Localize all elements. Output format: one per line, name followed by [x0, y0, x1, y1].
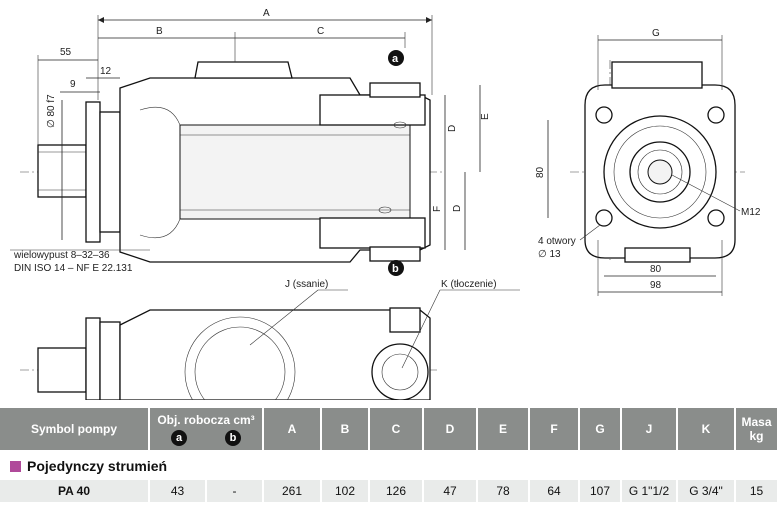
- flange: [85, 101, 101, 243]
- cell-C: 126: [370, 480, 422, 502]
- header-D: D: [424, 408, 476, 450]
- port-J-label: J (ssanie): [285, 279, 328, 290]
- dim-D-bot: D: [452, 205, 463, 212]
- dim-80-horizontal: 80: [650, 264, 662, 275]
- lower-view: [20, 307, 440, 400]
- top-boss: [194, 61, 293, 79]
- dim-55: 55: [60, 47, 72, 58]
- technical-drawing: A B C 55 12 9 ∅ 80 f7 D E F D a b wielow…: [10, 8, 761, 400]
- section-marker: [10, 460, 21, 472]
- cell-vol-b: -: [207, 480, 262, 502]
- header-mass: Masa kg: [736, 408, 777, 450]
- dim-80-vertical: 80: [535, 166, 546, 178]
- header-volume-label: Obj. robocza cm³: [157, 412, 255, 427]
- spline-note-1: wielowypust 8–32–36: [13, 250, 110, 261]
- cell-G: 107: [580, 480, 620, 502]
- dim-9: 9: [70, 79, 76, 90]
- cell-symbol: PA 40: [0, 480, 148, 502]
- cell-mass: 15: [736, 480, 777, 502]
- dim-phi80f7: ∅ 80 f7: [46, 94, 57, 128]
- dim-98: 98: [650, 280, 662, 291]
- header-volume-b: b: [225, 429, 241, 446]
- holes-diameter: ∅ 13: [538, 249, 561, 260]
- table-row: PA 40 43 - 261 102 126 47 78 64 107 G 1"…: [0, 480, 777, 502]
- cell-B: 102: [322, 480, 368, 502]
- cell-J: G 1"1/2: [622, 480, 676, 502]
- port-a-label: a: [392, 53, 399, 65]
- holes-count: 4 otwory: [538, 236, 576, 247]
- front-view: [570, 60, 745, 263]
- cell-K: G 3/4": [678, 480, 734, 502]
- port-b-marker: [388, 260, 404, 276]
- header-A: A: [264, 408, 320, 450]
- dim-A: A: [263, 8, 270, 19]
- header-G: G: [580, 408, 620, 450]
- header-E: E: [478, 408, 528, 450]
- header-volume-a: a: [171, 429, 187, 446]
- header-C: C: [370, 408, 422, 450]
- port-b-label: b: [392, 263, 399, 275]
- header-F: F: [530, 408, 578, 450]
- header-K: K: [678, 408, 734, 450]
- dim-E: E: [480, 113, 491, 120]
- section-heading: Pojedynczy strumień: [0, 455, 167, 477]
- thread-m12: M12: [741, 207, 761, 218]
- port-K-label: K (tłoczenie): [441, 279, 497, 290]
- dim-G: G: [652, 28, 660, 39]
- cell-vol-a: 43: [150, 480, 205, 502]
- dim-D-top: D: [447, 125, 458, 132]
- header-symbol: Symbol pompy: [0, 408, 148, 450]
- header-volume: Obj. robocza cm³ a b: [150, 408, 262, 450]
- cell-A: 261: [264, 480, 320, 502]
- spline-note-2: DIN ISO 14 – NF E 22.131: [14, 263, 133, 274]
- dim-B: B: [156, 26, 163, 37]
- dim-12: 12: [100, 66, 112, 77]
- cell-F: 64: [530, 480, 578, 502]
- section-title: Pojedynczy strumień: [27, 458, 168, 474]
- spec-table: Symbol pompy Obj. robocza cm³ a b A B C …: [0, 408, 777, 506]
- port-a-marker: [388, 50, 404, 66]
- header-J: J: [622, 408, 676, 450]
- header-B: B: [322, 408, 368, 450]
- cell-E: 78: [478, 480, 528, 502]
- dim-F: F: [432, 206, 443, 212]
- dim-C: C: [317, 26, 324, 37]
- cell-D: 47: [424, 480, 476, 502]
